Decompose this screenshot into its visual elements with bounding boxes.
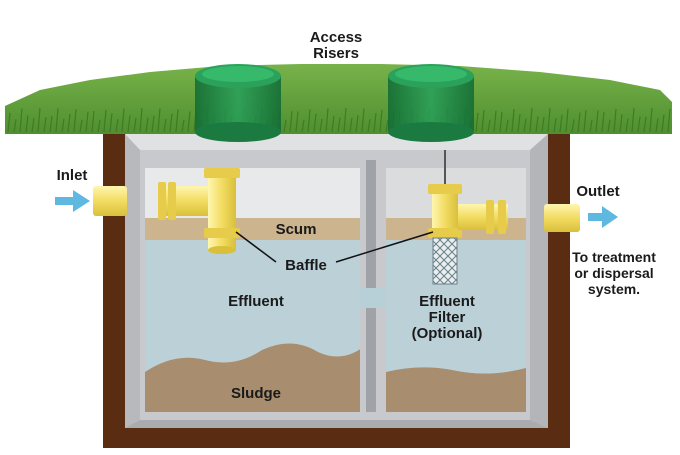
label-baffle: Baffle	[285, 257, 327, 274]
grass-layer	[5, 64, 672, 134]
label-effluent: Effluent	[228, 293, 284, 310]
effluent-filter	[432, 237, 458, 285]
baffle-leader-lines	[235, 231, 434, 263]
sludge-layer-left	[145, 343, 367, 412]
label-filter-line1: Effluent	[419, 293, 475, 310]
transfer-opening	[360, 288, 386, 308]
inlet-baffle	[204, 168, 240, 254]
inlet-arrow-icon	[55, 190, 90, 212]
label-inlet: Inlet	[57, 167, 88, 184]
label-sludge: Sludge	[231, 385, 281, 402]
label-destination-line3: system.	[588, 281, 640, 297]
outlet-pipe	[544, 204, 580, 232]
access-riser-right	[388, 64, 474, 142]
label-access-risers-line1: Access	[310, 29, 363, 46]
label-destination-line1: To treatment	[572, 249, 656, 265]
outlet-baffle	[428, 150, 508, 238]
label-access-risers-line2: Risers	[313, 45, 359, 62]
sludge-layer-right	[386, 367, 526, 412]
divider-wall	[360, 160, 386, 412]
label-filter-line3: (Optional)	[412, 325, 483, 342]
label-outlet: Outlet	[576, 183, 619, 200]
compartment-left	[145, 168, 367, 412]
access-riser-left	[195, 64, 281, 142]
scum-layer-left	[145, 218, 367, 240]
label-scum: Scum	[276, 221, 317, 238]
label-filter-line2: Filter	[429, 309, 466, 326]
outlet-arrow-icon	[588, 206, 618, 228]
label-destination-line2: or dispersal	[574, 265, 653, 281]
